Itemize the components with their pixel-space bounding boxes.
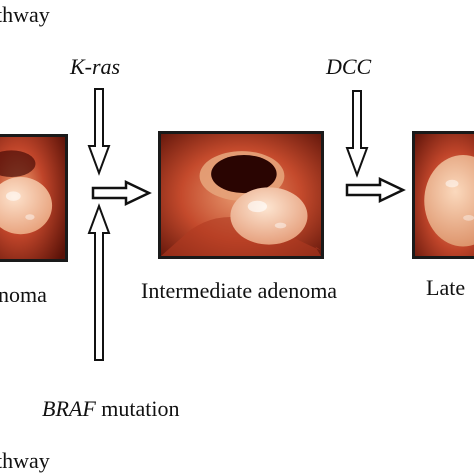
top-pathway-label: thway: [0, 2, 50, 27]
braf-up-arrow-icon: [87, 203, 111, 361]
late-adenoma-photo: [412, 131, 474, 259]
early-adenoma-label: noma: [0, 282, 47, 307]
kras-down-arrow-icon: [87, 88, 111, 176]
dcc-down-arrow-icon: [345, 90, 369, 178]
braf-mutation-label: BRAF mutation: [42, 398, 179, 420]
dcc-gene-label: DCC: [326, 54, 372, 79]
progression-right-arrow-icon: [91, 180, 152, 206]
intermediate-adenoma-photo: [158, 131, 324, 259]
braf-gene-label: BRAF: [42, 396, 96, 421]
early-adenoma-photo: [0, 134, 68, 262]
intermediate-adenoma-label: Intermediate adenoma: [141, 278, 338, 303]
progression-right-arrow-icon: [345, 177, 406, 203]
bottom-pathway-label: thway: [0, 448, 50, 473]
kras-gene-label: K-ras: [70, 54, 121, 79]
braf-suffix-label: mutation: [95, 396, 180, 421]
late-adenoma-label: Late: [426, 275, 466, 300]
